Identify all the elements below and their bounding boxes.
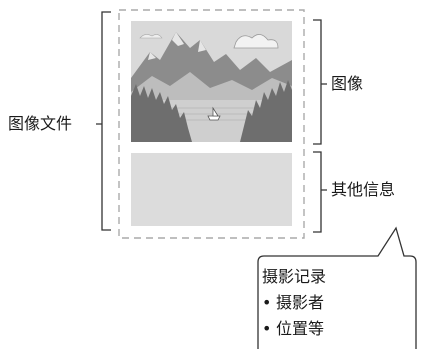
callout-item-text: 摄影者 <box>276 293 325 312</box>
other-info-block <box>131 153 292 226</box>
callout-title: 摄影记录 <box>262 267 327 286</box>
callout-bubble <box>257 226 417 349</box>
landscape-photo <box>131 21 292 142</box>
bullet-dot: • <box>262 319 272 338</box>
bracket-other-info <box>313 151 327 233</box>
callout-item: •位置等 <box>262 316 326 342</box>
bullet-dot: • <box>262 293 272 312</box>
image-label: 图像 <box>331 74 364 93</box>
bracket-image-file <box>96 11 111 231</box>
file-outline <box>118 9 305 239</box>
image-file-label: 图像文件 <box>8 114 73 133</box>
callout-item: •摄影者 <box>262 290 326 316</box>
bracket-image <box>313 19 327 145</box>
other-info-label: 其他信息 <box>331 180 396 199</box>
callout-content: 摄影记录 •摄影者 •位置等 <box>262 264 326 342</box>
callout-item-text: 位置等 <box>276 319 325 338</box>
